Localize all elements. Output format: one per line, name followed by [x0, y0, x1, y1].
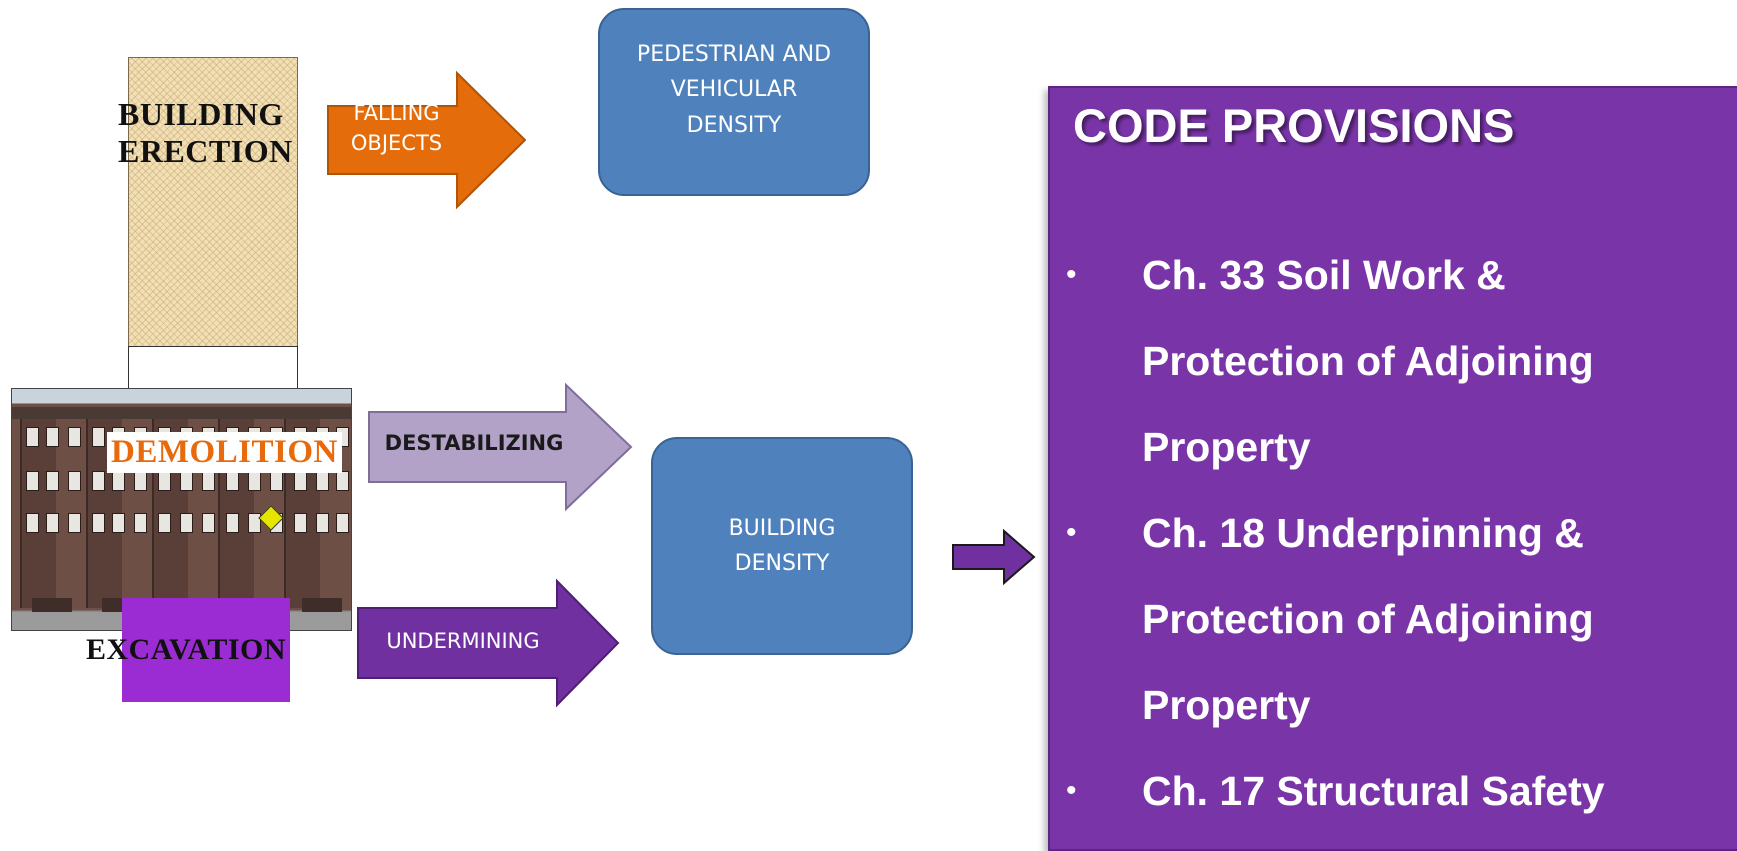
bullet-icon: •: [1066, 774, 1077, 807]
code-provisions-list: • Ch. 33 Soil Work & Protection of Adjoi…: [1060, 232, 1730, 834]
provision-text-line: Protection of Adjoining: [1142, 596, 1594, 642]
pedestrian-line-2: VEHICULAR: [670, 77, 798, 103]
guide-line-top: [128, 346, 298, 347]
provision-text-line: Ch. 17 Structural Safety: [1142, 768, 1605, 814]
provision-item: • Ch. 18 Underpinning & Protection of Ad…: [1060, 490, 1730, 748]
pedestrian-line-3: DENSITY: [686, 112, 782, 138]
brownstone-street-photo: [11, 388, 352, 631]
undermining-arrow: UNDERMINING: [357, 578, 620, 708]
pedestrian-vehicular-density-box: PEDESTRIAN AND VEHICULAR DENSITY: [598, 8, 870, 196]
code-provisions-title: CODE PROVISIONS: [1073, 99, 1515, 152]
provision-item: • Ch. 17 Structural Safety: [1060, 748, 1730, 834]
building-density-line-1: BUILDING: [728, 515, 836, 541]
bullet-icon: •: [1066, 258, 1077, 291]
provision-text-line: Ch. 18 Underpinning &: [1142, 510, 1584, 556]
pedestrian-line-1: PEDESTRIAN AND: [636, 42, 832, 68]
destabilizing-arrow: DESTABILIZING: [368, 382, 633, 512]
demolition-label: DEMOLITION: [107, 432, 342, 473]
building-erection-block: [128, 57, 298, 347]
building-density-box: BUILDING DENSITY: [651, 437, 913, 655]
bullet-icon: •: [1066, 516, 1077, 549]
provision-text-line: Protection of Adjoining: [1142, 338, 1594, 384]
right-arrow-icon: [952, 528, 1036, 586]
falling-objects-line-1: FALLING: [353, 101, 440, 125]
code-provisions-panel: [1048, 86, 1737, 851]
falling-objects-label: FALLING OBJECTS: [329, 98, 464, 159]
provision-item: • Ch. 33 Soil Work & Protection of Adjoi…: [1060, 232, 1730, 490]
excavation-block: [122, 598, 290, 702]
provision-text-line: Property: [1142, 682, 1311, 728]
building-erection-line-2: ERECTION: [118, 133, 293, 170]
falling-objects-line-2: OBJECTS: [350, 131, 443, 156]
excavation-label: EXCAVATION: [86, 633, 287, 666]
undermining-label: UNDERMINING: [386, 629, 540, 653]
building-erection-line-1: BUILDING: [118, 96, 284, 132]
falling-objects-arrow: FALLING OBJECTS: [327, 70, 527, 210]
provision-text-line: Property: [1142, 424, 1311, 470]
building-erection-label: BUILDING ERECTION: [118, 96, 293, 170]
destabilizing-label: DESTABILIZING: [384, 431, 564, 455]
building-density-line-2: DENSITY: [734, 551, 830, 576]
provision-text-line: Ch. 33 Soil Work &: [1142, 252, 1506, 298]
